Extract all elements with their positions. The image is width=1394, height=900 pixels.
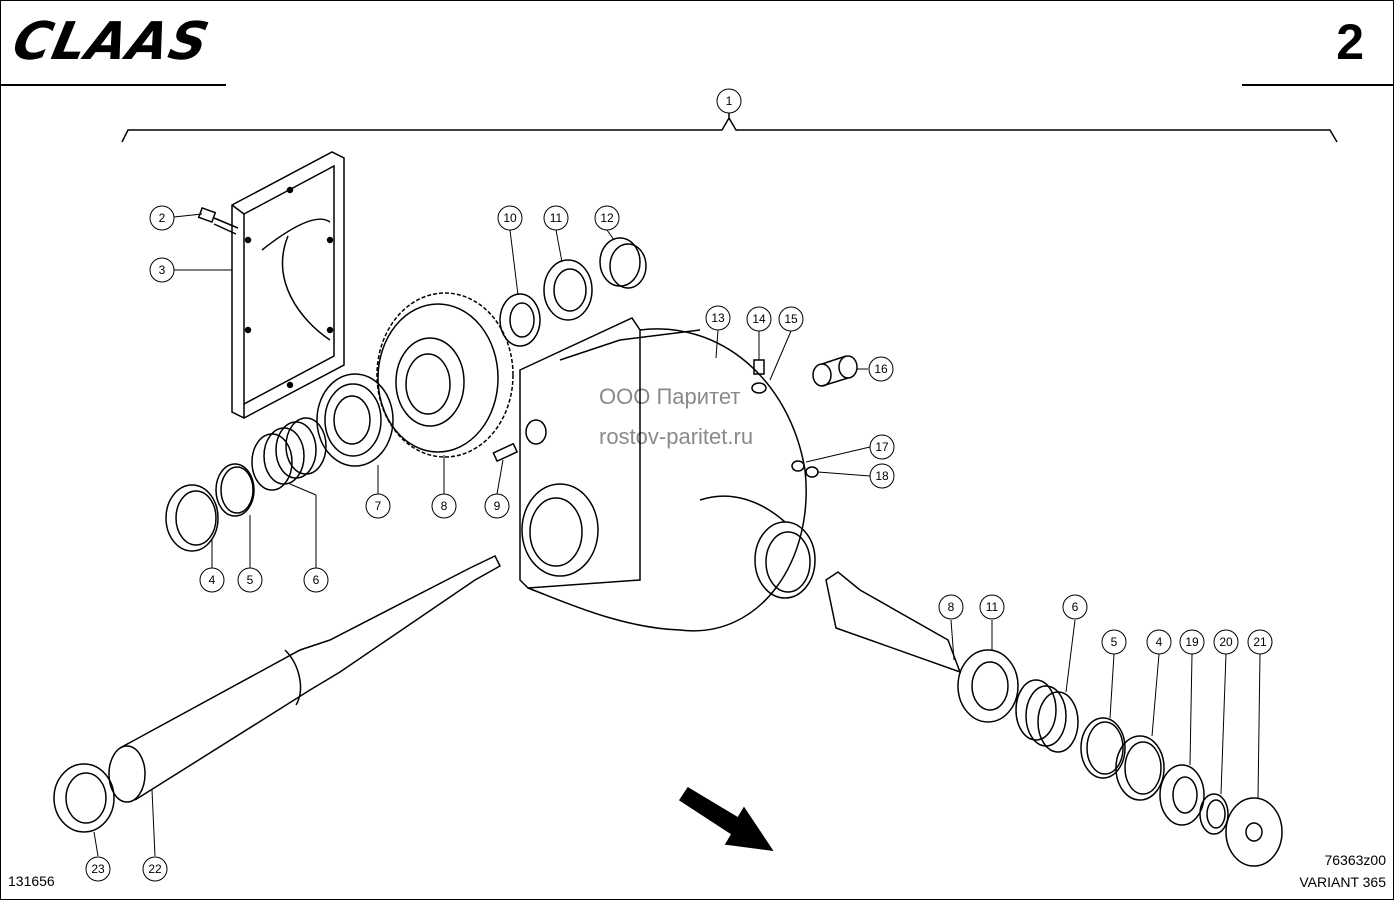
seal-ring-right xyxy=(1115,735,1165,801)
callout-11-top: 11 xyxy=(543,205,569,231)
watermark-company: ООО Паритет xyxy=(599,384,741,409)
callout-12: 12 xyxy=(594,205,620,231)
callout-14: 14 xyxy=(746,306,772,332)
callout-badges: 1 2 3 4 5 6 7 8 9 10 11 12 13 14 15 16 1… xyxy=(85,88,1273,882)
page-number: 2 xyxy=(1336,14,1364,70)
ball-bearing-top xyxy=(543,259,593,321)
callout-16: 16 xyxy=(868,356,894,382)
callout-5-right: 5 xyxy=(1101,629,1127,655)
svg-text:19: 19 xyxy=(1185,635,1199,649)
callout-17: 17 xyxy=(869,434,895,460)
figure-code: 76363z00 xyxy=(1324,852,1386,868)
svg-text:18: 18 xyxy=(875,469,889,483)
callout-4-left: 4 xyxy=(199,567,225,593)
callout-18: 18 xyxy=(869,463,895,489)
drawing-number: 131656 xyxy=(8,873,55,889)
assembly-bracket xyxy=(121,112,1338,143)
cover-plate xyxy=(231,151,345,419)
slotted-nut xyxy=(499,293,541,347)
svg-text:8: 8 xyxy=(948,600,955,614)
svg-text:16: 16 xyxy=(874,362,888,376)
gearbox-housing xyxy=(519,317,816,632)
direction-arrow-icon xyxy=(678,786,774,851)
svg-text:20: 20 xyxy=(1219,635,1233,649)
washer-small xyxy=(791,460,805,472)
callout-10: 10 xyxy=(497,205,523,231)
bevel-ring-gear xyxy=(376,292,514,458)
ball-bearing-right xyxy=(957,649,1019,723)
svg-text:6: 6 xyxy=(313,573,320,587)
svg-text:4: 4 xyxy=(1156,635,1163,649)
svg-text:7: 7 xyxy=(375,499,382,513)
seal-ring-left xyxy=(165,484,219,552)
spacer-ring-right xyxy=(1199,793,1229,835)
callout-23: 23 xyxy=(85,856,111,882)
breather-valve xyxy=(751,359,767,394)
svg-text:11: 11 xyxy=(986,600,999,614)
svg-text:2: 2 xyxy=(159,211,166,225)
header-rule-right xyxy=(1242,84,1394,86)
o-ring-right xyxy=(1080,717,1126,779)
model-name: VARIANT 365 xyxy=(1299,874,1386,890)
callout-15: 15 xyxy=(778,306,804,332)
svg-text:4: 4 xyxy=(209,573,216,587)
callout-19: 19 xyxy=(1179,629,1205,655)
svg-text:22: 22 xyxy=(148,862,162,876)
bolt xyxy=(197,206,239,235)
radial-seal-right xyxy=(1159,764,1205,826)
svg-text:13: 13 xyxy=(711,311,725,325)
svg-text:8: 8 xyxy=(441,499,448,513)
callout-20: 20 xyxy=(1213,629,1239,655)
callout-22: 22 xyxy=(142,856,168,882)
callout-11-right: 11 xyxy=(979,594,1005,620)
svg-text:3: 3 xyxy=(159,263,166,277)
svg-text:6: 6 xyxy=(1072,600,1079,614)
sleeve-top xyxy=(599,237,647,289)
callout-4-right: 4 xyxy=(1146,629,1172,655)
callout-8-left: 8 xyxy=(431,493,457,519)
callout-6-left: 6 xyxy=(303,567,329,593)
shaft-seal xyxy=(53,763,115,833)
svg-text:11: 11 xyxy=(550,211,563,225)
callout-1: 1 xyxy=(716,88,742,114)
svg-text:21: 21 xyxy=(1253,635,1267,649)
svg-text:9: 9 xyxy=(494,499,501,513)
end-washer xyxy=(1225,797,1283,867)
shim-set-right xyxy=(1015,679,1079,753)
main-shaft xyxy=(108,555,501,803)
svg-text:12: 12 xyxy=(600,211,614,225)
svg-text:17: 17 xyxy=(875,440,889,454)
header-rule-left xyxy=(0,84,226,86)
callout-7: 7 xyxy=(365,493,391,519)
watermark-site: rostov-paritet.ru xyxy=(599,424,754,449)
plug-sleeve xyxy=(812,355,858,387)
svg-text:14: 14 xyxy=(752,312,766,326)
callout-2: 2 xyxy=(149,205,175,231)
svg-text:10: 10 xyxy=(503,211,517,225)
callout-5-left: 5 xyxy=(237,567,263,593)
svg-text:1: 1 xyxy=(726,94,733,108)
callout-3: 3 xyxy=(149,257,175,283)
svg-text:23: 23 xyxy=(91,862,105,876)
shim-set-left xyxy=(251,417,327,491)
callout-6-right: 6 xyxy=(1062,594,1088,620)
svg-text:5: 5 xyxy=(247,573,254,587)
ball-bearing-left xyxy=(316,373,394,467)
callout-9: 9 xyxy=(484,493,510,519)
svg-text:5: 5 xyxy=(1111,635,1118,649)
o-ring-left xyxy=(215,463,255,517)
leader-lines xyxy=(93,213,1261,857)
callout-13: 13 xyxy=(705,305,731,331)
svg-text:15: 15 xyxy=(784,312,798,326)
plug-small xyxy=(805,466,819,478)
stud xyxy=(492,442,519,463)
pinion-shaft xyxy=(825,571,962,674)
callout-8-right: 8 xyxy=(938,594,964,620)
callout-21: 21 xyxy=(1247,629,1273,655)
